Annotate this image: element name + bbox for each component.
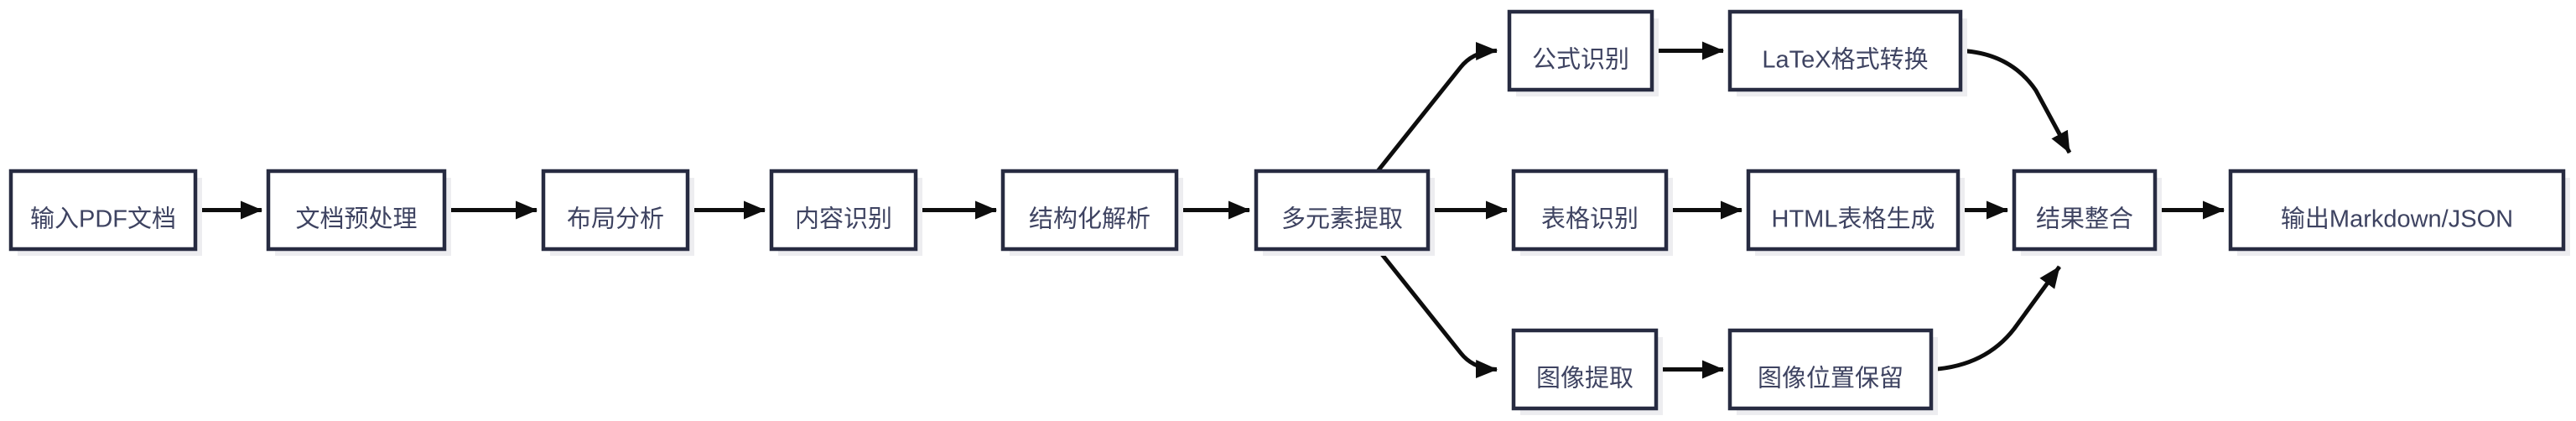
node-image-position-preservation: 图像位置保留 — [1727, 328, 1938, 415]
node-preprocess-label: 文档预处理 — [295, 205, 417, 233]
node-layout-analysis-label: 布局分析 — [567, 205, 664, 233]
edge-image-position-preservation-result-integration — [1932, 265, 2062, 372]
edge-multi-element-extraction-formula-recognition — [1376, 41, 1498, 173]
node-output-markdown-json-label: 输出Markdown/JSON — [2281, 205, 2513, 233]
node-formula-recognition: 公式识别 — [1507, 9, 1659, 96]
edges — [199, 41, 2225, 379]
node-table-recognition: 表格识别 — [1511, 169, 1673, 256]
node-preprocess: 文档预处理 — [266, 169, 451, 256]
node-structured-parsing-label: 结构化解析 — [1029, 205, 1150, 233]
edge-latex-conversion-result-integration — [1961, 49, 2072, 154]
node-result-integration: 结果整合 — [2012, 169, 2162, 256]
node-html-table-generation: HTML表格生成 — [1746, 169, 1965, 256]
node-input-pdf-label: 输入PDF文档 — [30, 205, 176, 233]
node-latex-conversion: LaTeX格式转换 — [1727, 9, 1967, 96]
node-image-extraction: 图像提取 — [1511, 328, 1663, 415]
node-input-pdf: 输入PDF文档 — [8, 169, 202, 256]
node-table-recognition-label: 表格识别 — [1541, 205, 1639, 233]
node-content-recognition: 内容识别 — [769, 169, 922, 256]
node-multi-element-extraction: 多元素提取 — [1254, 169, 1435, 256]
node-image-position-preservation-label: 图像位置保留 — [1758, 365, 1903, 392]
node-image-extraction-label: 图像提取 — [1536, 365, 1633, 392]
node-output-markdown-json: 输出Markdown/JSON — [2228, 169, 2570, 256]
node-content-recognition-label: 内容识别 — [795, 205, 892, 233]
node-formula-recognition-label: 公式识别 — [1532, 46, 1629, 74]
nodes: 输入PDF文档 文档预处理 布局分析 内容识别 结构化解析 多元素提取 — [8, 9, 2570, 415]
node-result-integration-label: 结果整合 — [2036, 205, 2133, 233]
node-layout-analysis: 布局分析 — [541, 169, 694, 256]
edge-multi-element-extraction-image-extraction — [1376, 247, 1498, 379]
node-structured-parsing: 结构化解析 — [1000, 169, 1183, 256]
node-latex-conversion-label: LaTeX格式转换 — [1762, 46, 1928, 74]
node-multi-element-extraction-label: 多元素提取 — [1281, 205, 1403, 233]
node-html-table-generation-label: HTML表格生成 — [1772, 205, 1935, 233]
